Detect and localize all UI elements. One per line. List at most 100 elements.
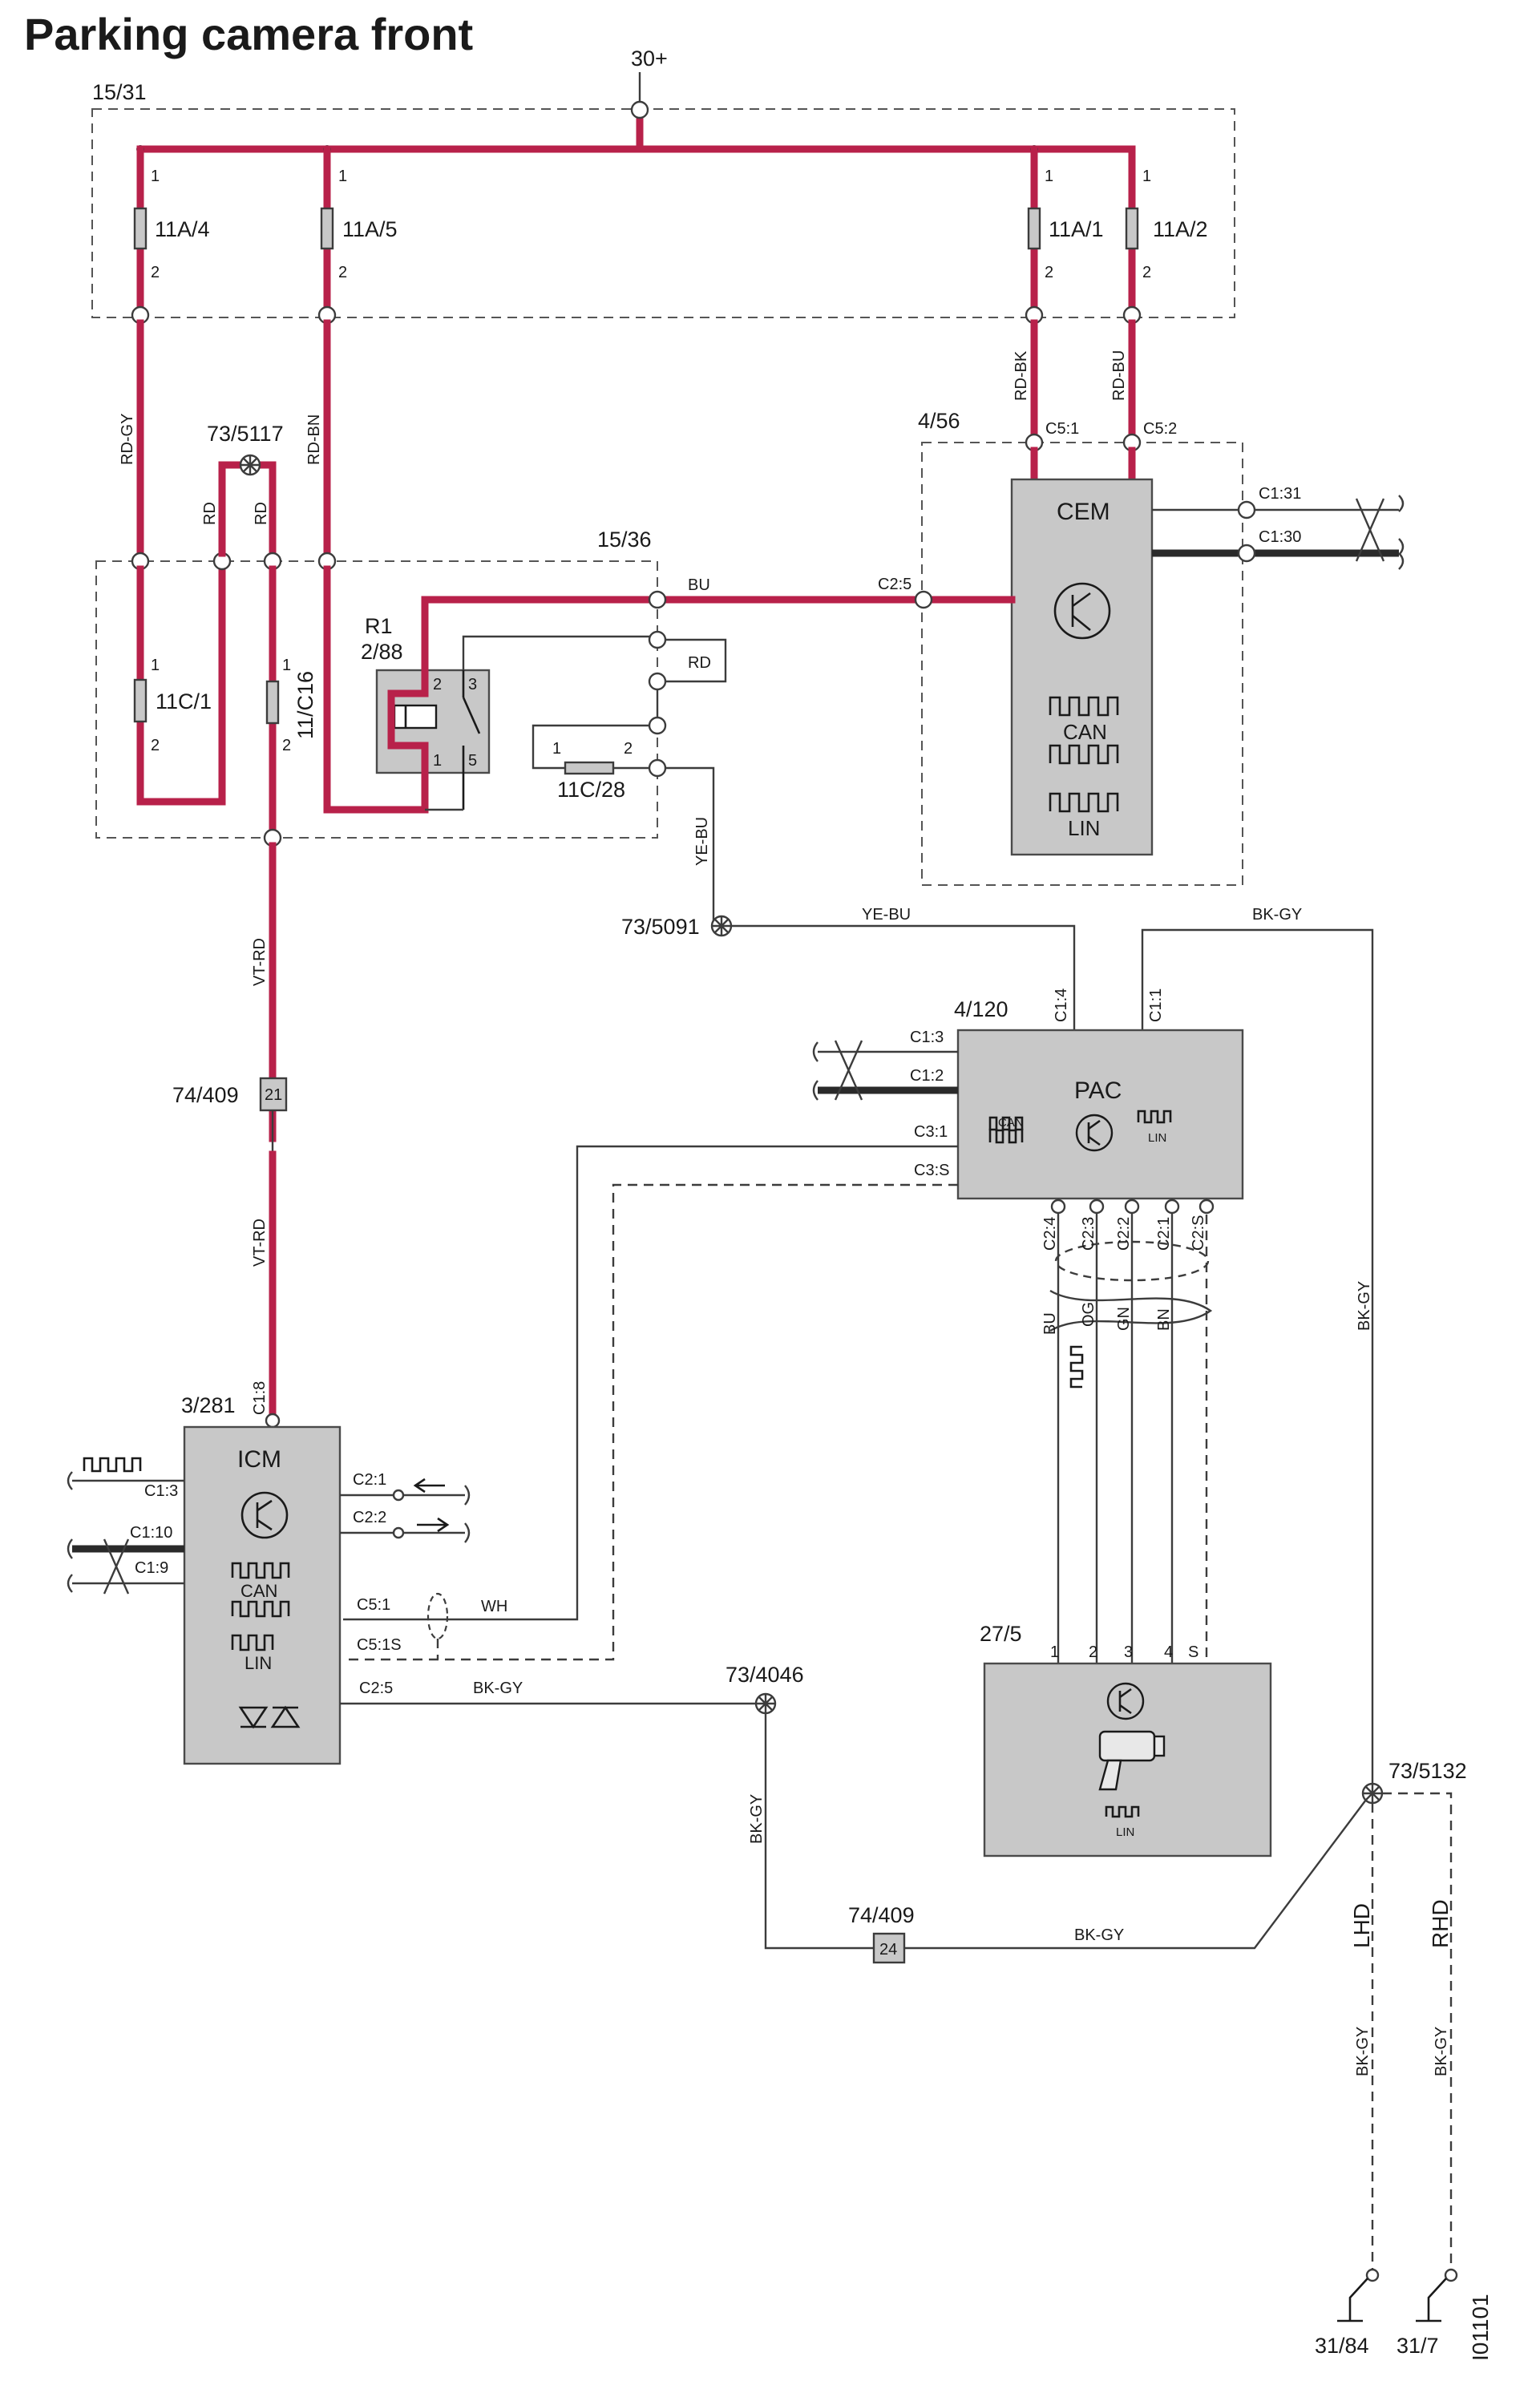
splice-73-4046 — [754, 1692, 777, 1715]
transistor-icon — [1106, 1682, 1145, 1720]
fuse-11c1 — [133, 678, 148, 723]
relay-pin: 3 — [468, 676, 477, 693]
bus-label: LIN — [1068, 816, 1100, 840]
pin-label: C1:9 — [135, 1559, 168, 1577]
twisted-pair-icon — [103, 1538, 130, 1595]
fuse-pin: 1 — [151, 168, 160, 185]
camera-pin: 4 — [1164, 1643, 1173, 1661]
can-signal-icon — [231, 1600, 290, 1618]
wire — [462, 635, 657, 670]
twisted-pair-icon — [834, 1040, 863, 1101]
bus-label: CAN — [998, 1116, 1024, 1130]
pin-label: C2:S — [1190, 1215, 1207, 1251]
node — [1365, 2268, 1380, 2282]
image-code: I01101 — [1468, 2294, 1493, 2361]
fuse-label: 11A/1 — [1049, 217, 1104, 241]
pin-label: C1:2 — [910, 1067, 944, 1085]
splice-73-5132 — [1361, 1782, 1384, 1805]
fuse-pin: 1 — [1045, 168, 1053, 185]
fuse-box-15-36-label: 15/36 — [597, 528, 652, 552]
wire-label: BN — [1155, 1308, 1173, 1331]
wire-label: YE-BU — [862, 906, 911, 924]
node — [648, 630, 667, 649]
wire-label: BK-GY — [1354, 2027, 1372, 2076]
node — [914, 590, 933, 609]
wire-label: RD — [253, 502, 270, 525]
wire-break — [812, 1041, 819, 1101]
wire-label: BK-GY — [1074, 1926, 1124, 1944]
fuse-box-15-31-label: 15/31 — [92, 80, 147, 104]
node — [1237, 544, 1256, 563]
pin-label: C5:1 — [357, 1596, 390, 1614]
cem-module[interactable] — [1010, 478, 1154, 856]
wire — [665, 766, 715, 926]
wire — [731, 924, 1076, 1030]
ground-rhd-wire — [1382, 1792, 1453, 2269]
cem-box — [921, 442, 1243, 886]
pac-module[interactable] — [956, 1029, 1244, 1200]
can-signal-icon — [1049, 696, 1119, 717]
fuse-pin: 2 — [1045, 264, 1053, 281]
wire-label: RD-BN — [305, 414, 323, 465]
wire-bu — [421, 596, 1016, 674]
wire — [904, 1793, 1372, 1950]
node — [1237, 500, 1256, 519]
camera-pin: S — [1188, 1643, 1198, 1661]
node — [265, 1413, 281, 1429]
can-signal-icon — [988, 1128, 1024, 1144]
pin-label: C3:S — [914, 1162, 949, 1179]
pin-label: C1:1 — [1147, 988, 1165, 1022]
fuse-label: 11C/1 — [156, 689, 212, 713]
fuse-pin: 1 — [338, 168, 347, 185]
camera-pin: 1 — [1050, 1643, 1059, 1661]
pin-label: C5:1S — [357, 1636, 402, 1654]
fuse-pin: 1 — [552, 740, 561, 758]
fuse-pin: 1 — [1142, 168, 1151, 185]
bus-label: LIN — [245, 1653, 272, 1673]
wire-label: WH — [481, 1598, 507, 1615]
wire — [764, 1713, 874, 1950]
cem-name: CEM — [1057, 499, 1110, 525]
relay-coil-icon — [393, 704, 438, 730]
pin-label: C2:3 — [1080, 1217, 1097, 1251]
icm-id: 3/281 — [181, 1393, 236, 1417]
fuse-11a5 — [320, 207, 334, 250]
bus-label: LIN — [1148, 1131, 1166, 1145]
wire-label: BU — [688, 576, 710, 594]
camera-icon — [1098, 1730, 1166, 1791]
node — [648, 672, 667, 691]
pin-label: C2:2 — [1115, 1217, 1133, 1251]
lin-signal-icon — [231, 1634, 274, 1651]
wire-label: RD-BU — [1110, 350, 1128, 401]
pin-label: C2:1 — [1155, 1217, 1173, 1251]
node — [1444, 2268, 1458, 2282]
lhd-label: LHD — [1349, 1903, 1374, 1948]
lin-signal-icon — [1137, 1110, 1172, 1124]
arrow-left-icon — [413, 1478, 445, 1494]
rhd-label: RHD — [1428, 1899, 1453, 1948]
fuse-pin: 2 — [1142, 264, 1151, 281]
pin-label: C3:1 — [914, 1123, 948, 1141]
pin-label: C5:2 — [1143, 420, 1177, 438]
connector-label: 74/409 — [848, 1903, 915, 1927]
wire — [532, 724, 657, 770]
pac-id: 4/120 — [954, 997, 1008, 1021]
wire-label: RD — [688, 654, 711, 672]
relay-id: 2/88 — [361, 640, 403, 664]
can-signal-icon — [988, 1116, 1024, 1132]
relay-switch-icon — [462, 697, 481, 734]
fuse-11a4 — [133, 207, 148, 250]
fuse-11c16 — [265, 680, 280, 725]
diode-icon — [238, 1705, 301, 1729]
node — [648, 758, 667, 778]
shield-wire — [343, 1183, 958, 1661]
pin-label: C1:3 — [910, 1029, 944, 1046]
fuse-pin: 2 — [624, 740, 633, 758]
ground-icon — [1337, 2278, 1368, 2322]
splice-73-5091 — [710, 915, 733, 937]
transistor-icon — [1075, 1114, 1114, 1152]
splice-label: 73/5132 — [1388, 1759, 1467, 1783]
pin-label: C1:30 — [1259, 528, 1301, 546]
wire-break — [1398, 495, 1405, 570]
